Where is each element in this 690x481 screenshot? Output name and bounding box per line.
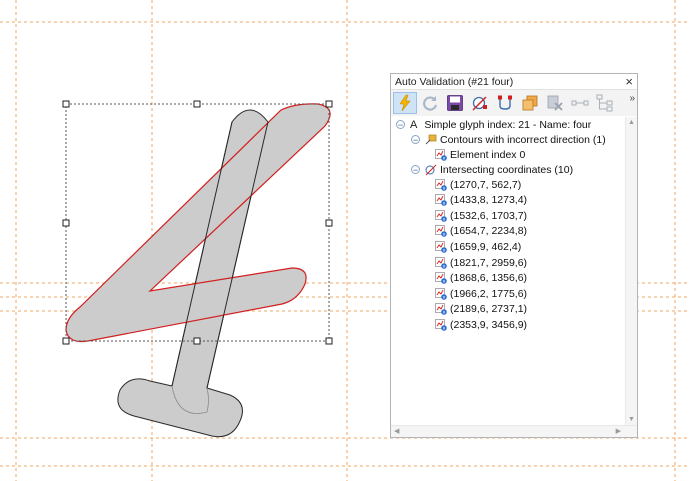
tree-item[interactable]: (1532,6, 1703,7) bbox=[435, 208, 527, 223]
tree-item[interactable]: (1270,7, 562,7) bbox=[435, 177, 521, 192]
resize-handle-bottom[interactable] bbox=[193, 337, 201, 345]
collapse-icon[interactable]: − bbox=[411, 134, 420, 145]
auto-validation-panel: Auto Validation (#21 four) × bbox=[390, 73, 638, 438]
scroll-left-arrow-icon[interactable]: ◀ bbox=[394, 428, 400, 435]
tree-item-label: (1433,8, 1273,4) bbox=[450, 194, 528, 207]
connect-nodes-button[interactable] bbox=[568, 92, 592, 114]
tree-item[interactable]: (1654,7, 2234,8) bbox=[435, 224, 527, 239]
tree-item[interactable]: (2189,6, 2737,1) bbox=[435, 302, 527, 317]
refresh-icon bbox=[423, 96, 438, 111]
scroll-up-arrow-icon[interactable]: ▲ bbox=[628, 119, 635, 126]
resize-handle-left[interactable] bbox=[62, 219, 70, 227]
collapse-icon[interactable]: − bbox=[396, 119, 405, 130]
close-icon[interactable]: × bbox=[625, 73, 633, 89]
validation-tree: − A Simple glyph index: 21 - Name: four … bbox=[391, 117, 624, 425]
lightning-icon bbox=[399, 94, 411, 112]
tree-item-label: Element index 0 bbox=[450, 148, 526, 161]
info-error-icon bbox=[435, 241, 447, 253]
tree-item[interactable]: (1868,6, 1356,6) bbox=[435, 271, 527, 286]
glyph-stem-overlap bbox=[171, 121, 269, 389]
connect-nodes-icon bbox=[571, 100, 589, 106]
delete-button[interactable] bbox=[543, 92, 567, 114]
tree-group-intersections[interactable]: − Intersecting coordinates (10) bbox=[411, 162, 573, 177]
tree-item[interactable]: (1966,2, 1775,6) bbox=[435, 286, 527, 301]
info-error-icon bbox=[435, 148, 447, 161]
save-icon bbox=[447, 95, 463, 111]
tree-item-label: (1654,7, 2234,8) bbox=[450, 225, 528, 238]
node-check-icon bbox=[472, 96, 487, 111]
tree-item[interactable]: (2353,9, 3456,9) bbox=[435, 317, 527, 332]
tree-item-label: (2189,6, 2737,1) bbox=[450, 303, 528, 316]
scroll-down-arrow-icon[interactable]: ▼ bbox=[628, 416, 635, 423]
tree-group-contours[interactable]: − Contours with incorrect direction (1) bbox=[411, 132, 606, 147]
tree-item-label: (1966,2, 1775,6) bbox=[450, 287, 528, 300]
glyph-a-icon: A bbox=[410, 118, 418, 131]
tree-item-label: (1868,6, 1356,6) bbox=[450, 272, 528, 285]
tree-root[interactable]: − A Simple glyph index: 21 - Name: four bbox=[396, 117, 591, 132]
tree-item-label: (2353,9, 3456,9) bbox=[450, 318, 528, 331]
contour-direction-button[interactable] bbox=[493, 92, 517, 114]
refresh-button[interactable] bbox=[418, 92, 442, 114]
info-error-icon bbox=[435, 225, 447, 238]
tree-item-label: (1270,7, 562,7) bbox=[450, 178, 522, 191]
resize-handle-bottom-left[interactable] bbox=[62, 337, 70, 345]
resize-handle-bottom-right[interactable] bbox=[325, 337, 333, 345]
selection-box[interactable] bbox=[62, 100, 333, 345]
delete-icon bbox=[547, 95, 563, 111]
info-error-icon bbox=[435, 319, 447, 331]
horizontal-scrollbar[interactable]: ◀ ▶ bbox=[391, 425, 637, 437]
intersection-group-icon bbox=[425, 164, 437, 175]
collapse-icon[interactable]: − bbox=[411, 164, 420, 175]
info-error-icon bbox=[435, 303, 447, 316]
panel-title: Auto Validation (#21 four) bbox=[395, 75, 514, 88]
tree-item-label: (1532,6, 1703,7) bbox=[450, 209, 528, 222]
info-error-icon bbox=[435, 287, 447, 300]
tree-group-label: Intersecting coordinates (10) bbox=[440, 163, 574, 176]
resize-handle-top-left[interactable] bbox=[62, 100, 70, 108]
copy-icon bbox=[522, 95, 538, 111]
save-button[interactable] bbox=[443, 92, 467, 114]
contour-direction-group-icon bbox=[425, 134, 437, 144]
copy-button[interactable] bbox=[518, 92, 542, 114]
node-check-button[interactable] bbox=[468, 92, 492, 114]
tree-root-label: Simple glyph index: 21 - Name: four bbox=[424, 118, 592, 131]
glyph-four[interactable] bbox=[65, 103, 331, 438]
toolbar-overflow-chevron-icon[interactable]: » bbox=[629, 93, 634, 104]
panel-toolbar: » bbox=[391, 90, 637, 116]
tree-item[interactable]: (1659,9, 462,4) bbox=[435, 239, 521, 254]
info-error-icon bbox=[435, 209, 447, 222]
glyph-foot-joint bbox=[171, 385, 209, 414]
resize-handle-top-right[interactable] bbox=[325, 100, 333, 108]
tree-item[interactable]: (1433,8, 1273,4) bbox=[435, 193, 527, 208]
contour-direction-icon bbox=[498, 95, 512, 110]
tree-item-label: (1659,9, 462,4) bbox=[450, 240, 522, 253]
panel-title-bar[interactable]: Auto Validation (#21 four) × bbox=[391, 74, 637, 90]
tree-item-label: (1821,7, 2959,6) bbox=[450, 256, 528, 269]
tree-item[interactable]: (1821,7, 2959,6) bbox=[435, 255, 527, 270]
tree-item[interactable]: Element index 0 bbox=[435, 147, 525, 162]
scroll-right-arrow-icon[interactable]: ▶ bbox=[615, 428, 621, 435]
resize-handle-right[interactable] bbox=[325, 219, 333, 227]
info-error-icon bbox=[435, 256, 447, 269]
tree-group-label: Contours with incorrect direction (1) bbox=[440, 133, 606, 146]
tree-view-icon bbox=[596, 94, 613, 112]
validate-button[interactable] bbox=[393, 92, 417, 114]
tree-view-button[interactable] bbox=[593, 92, 617, 114]
info-error-icon bbox=[435, 178, 447, 191]
info-error-icon bbox=[435, 194, 447, 206]
vertical-scrollbar[interactable]: ▲ ▼ bbox=[625, 117, 637, 425]
resize-handle-top[interactable] bbox=[193, 100, 201, 108]
info-error-icon bbox=[435, 272, 447, 284]
glyph-diagonal-contour-error[interactable] bbox=[65, 103, 331, 343]
